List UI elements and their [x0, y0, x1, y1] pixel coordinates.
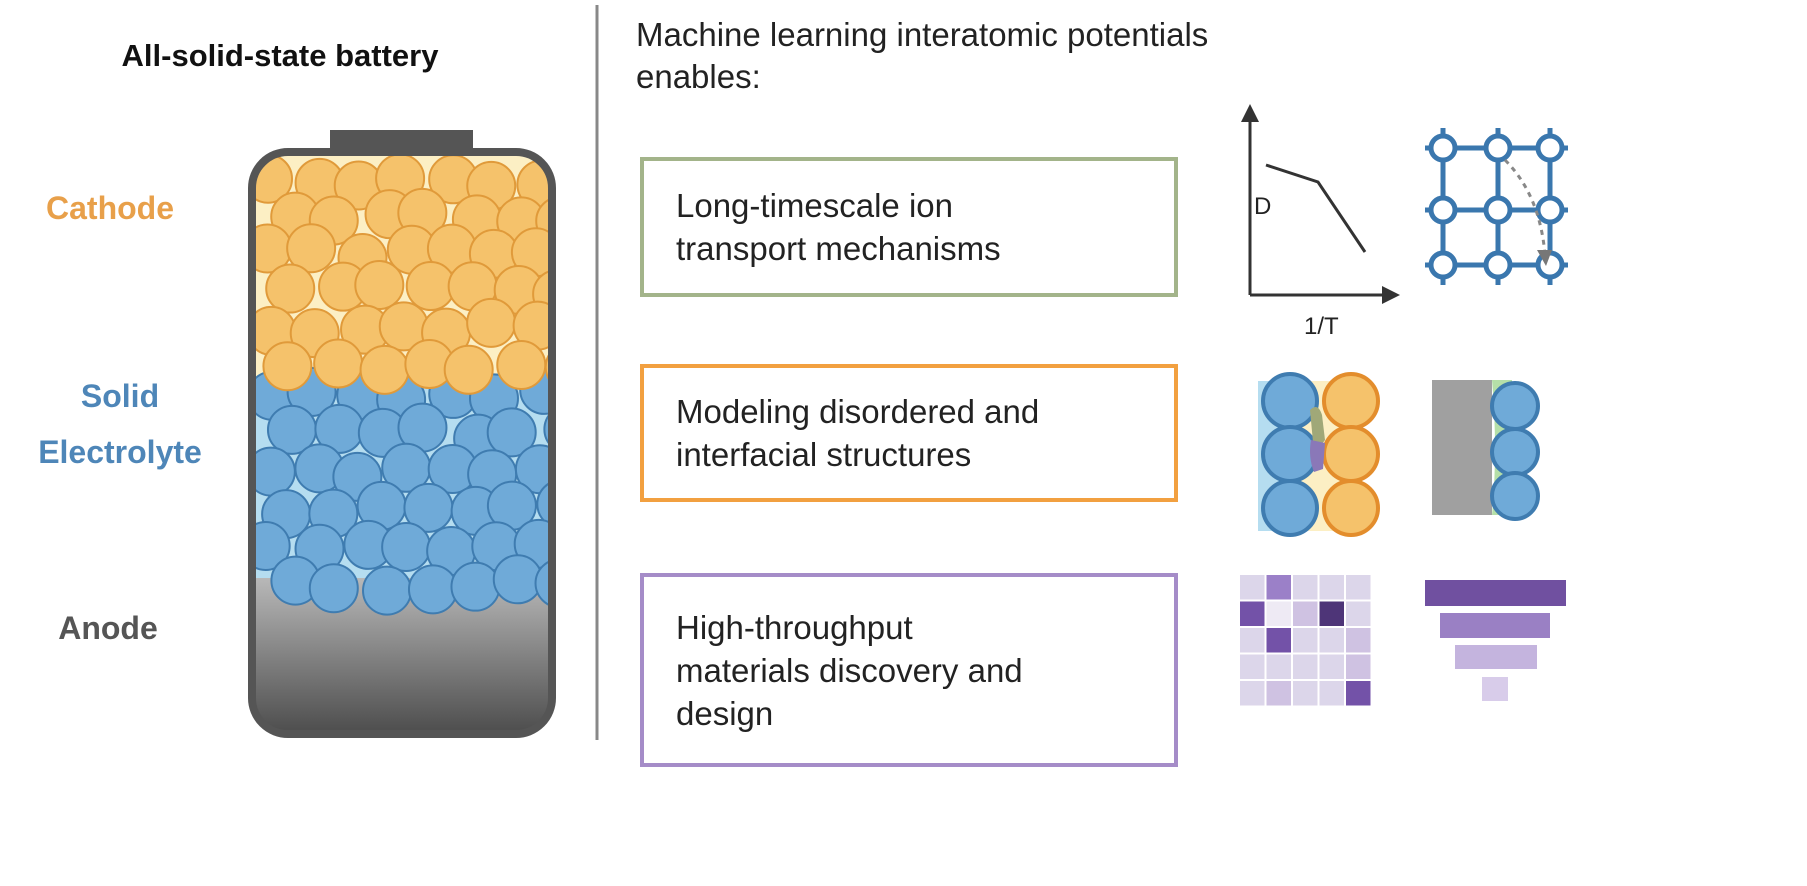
battery-cap: [330, 130, 473, 152]
heatmap-cell: [1240, 681, 1265, 706]
box-text-line: High-throughput: [676, 608, 913, 646]
heatmap-cell: [1266, 575, 1291, 600]
electrolyte-particle: [407, 564, 458, 615]
heatmap-cell: [1319, 575, 1344, 600]
heatmap-cell: [1346, 654, 1371, 679]
heatmap-cell: [1293, 575, 1318, 600]
heatmap-cell: [1346, 601, 1371, 626]
heatmap-cell: [1319, 681, 1344, 706]
cathode-label: Cathode: [46, 190, 174, 226]
heatmap-cell: [1346, 575, 1371, 600]
heatmap-cell: [1293, 628, 1318, 653]
box-text-line: Long-timescale ion: [676, 187, 953, 224]
lattice-site: [1483, 195, 1513, 225]
battery-casing: [248, 148, 556, 738]
heatmap-cell: [1240, 654, 1265, 679]
anode-label: Anode: [58, 610, 158, 646]
heatmap-cell: [1266, 628, 1291, 653]
lattice-diffusion-icon: [1425, 128, 1568, 285]
heatmap-cell: [1319, 654, 1344, 679]
lattice-site: [1428, 133, 1458, 163]
electrolyte-particle: [450, 561, 501, 612]
plot-x-label: 1/T: [1304, 313, 1339, 340]
battery-title: All-solid-state battery: [121, 38, 439, 73]
lattice-site: [1483, 250, 1513, 280]
heatmap-cell: [1346, 628, 1371, 653]
cathode-particle: [359, 344, 410, 395]
heatmap-icon: [1240, 575, 1371, 706]
heatmap-cell: [1266, 654, 1291, 679]
electrolyte-particle: [381, 521, 432, 572]
heatmap-cell: [1319, 601, 1344, 626]
electrolyte-particle: [534, 558, 552, 609]
cathode-particle: [354, 260, 405, 311]
heatmap-cell: [1240, 575, 1265, 600]
heatmap-cell: [1293, 681, 1318, 706]
cathode-particle: [443, 344, 494, 395]
electrolyte-particle: [308, 563, 359, 614]
electrolyte-label-line1: Solid: [80, 378, 160, 414]
box-text-line: transport mechanisms: [676, 230, 1001, 267]
lattice-site: [1535, 133, 1565, 163]
heatmap-cell: [1240, 628, 1265, 653]
heatmap-cell: [1293, 654, 1318, 679]
cathode-particle: [544, 342, 552, 393]
electrolyte-label-line2: Electrolyte: [38, 434, 202, 470]
heatmap-cell: [1293, 601, 1318, 626]
lattice-site: [1428, 250, 1458, 280]
cathode-particle: [313, 338, 364, 389]
cathode-particle: [262, 341, 313, 392]
heatmap-cell: [1319, 628, 1344, 653]
lattice-site: [1483, 133, 1513, 163]
header: Machine learning interatomic potentials …: [636, 14, 1208, 98]
arrhenius-plot-icon: [1241, 104, 1400, 304]
cathode-particle: [265, 263, 316, 314]
electrolyte-particle: [492, 554, 543, 605]
capability-box-high-throughput: High-throughput materials discovery and …: [640, 573, 1178, 767]
electrolyte-particle: [362, 565, 413, 616]
cathode-particle: [286, 223, 337, 274]
capability-box-disordered-interfaces: Modeling disordered and interfacial stru…: [640, 364, 1178, 502]
electrolyte-particle: [543, 404, 552, 455]
cathode-particle: [496, 339, 547, 390]
interface-particles-icon: [1258, 372, 1380, 537]
lattice-site: [1535, 195, 1565, 225]
heatmap-cell: [1240, 601, 1265, 626]
cathode-particle: [405, 261, 456, 312]
box-text-line: interfacial structures: [676, 436, 972, 473]
box-text-line: design: [676, 694, 774, 732]
header-line2: enables:: [636, 58, 761, 95]
cathode-particle: [466, 297, 517, 348]
header-line1: Machine learning interatomic potentials: [636, 16, 1209, 53]
heatmap-cell: [1346, 681, 1371, 706]
electrode-interface-icon: [1432, 380, 1540, 521]
capability-box-ion-transport: Long-timescale ion transport mechanisms: [640, 157, 1178, 297]
funnel-icon: [1425, 580, 1566, 701]
heatmap-cell: [1266, 681, 1291, 706]
battery-illustration: [248, 130, 556, 738]
heatmap-cell: [1266, 601, 1291, 626]
box-text-line: materials discovery and: [676, 651, 1023, 689]
lattice-site: [1428, 195, 1458, 225]
electrolyte-particle: [486, 407, 537, 458]
plot-y-label: D: [1254, 193, 1271, 220]
box-text-line: Modeling disordered and: [676, 393, 1040, 430]
